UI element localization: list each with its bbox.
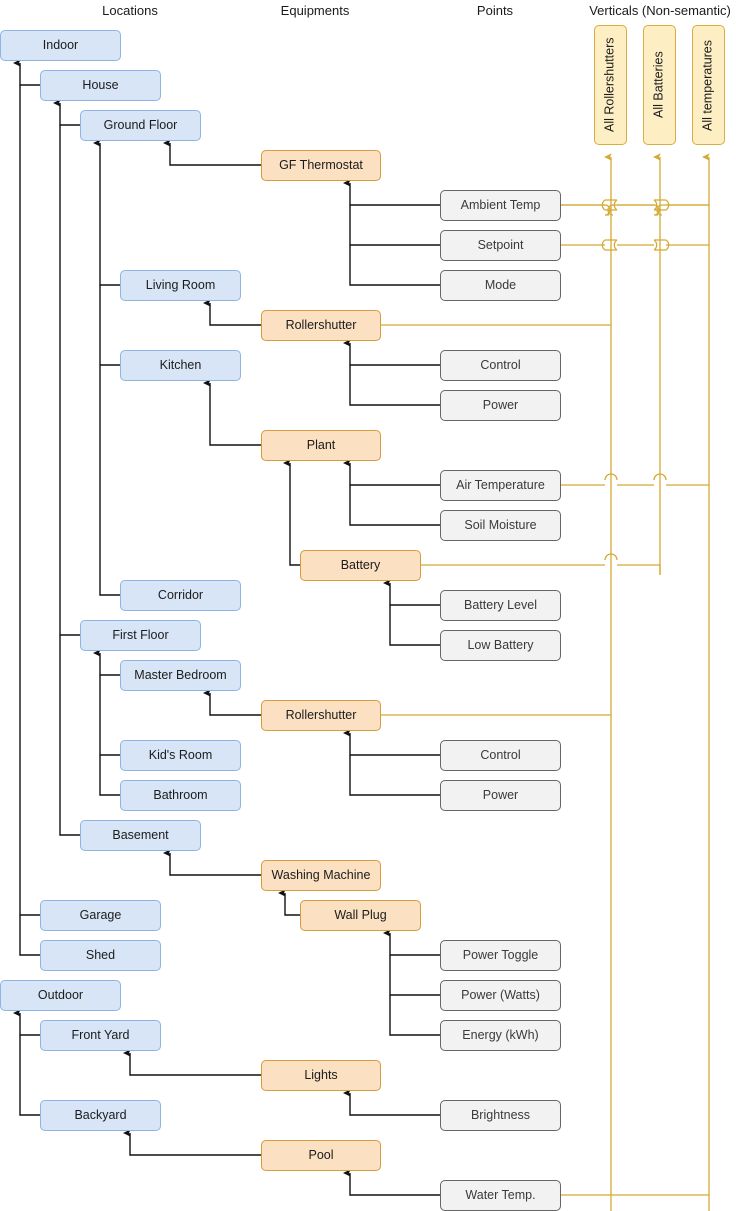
column-header-points: Points [476,3,514,18]
location-node-kitchen[interactable]: Kitchen [120,350,241,381]
point-node-brightness[interactable]: Brightness [440,1100,561,1131]
equipment-node-lights[interactable]: Lights [261,1060,381,1091]
point-node-power[interactable]: Power [440,390,561,421]
equipment-node-battery[interactable]: Battery [300,550,421,581]
point-node-low-battery[interactable]: Low Battery [440,630,561,661]
point-node-water-temp[interactable]: Water Temp. [440,1180,561,1211]
equipment-node-washing-machine[interactable]: Washing Machine [261,860,381,891]
location-node-basement[interactable]: Basement [80,820,201,851]
location-node-bathroom[interactable]: Bathroom [120,780,241,811]
point-node-power-toggle[interactable]: Power Toggle [440,940,561,971]
column-header-locations: Locations [102,3,158,18]
column-header-verticals: Verticals (Non-semantic) [589,3,731,18]
location-node-front-yard[interactable]: Front Yard [40,1020,161,1051]
location-node-garage[interactable]: Garage [40,900,161,931]
point-node-soil-moisture[interactable]: Soil Moisture [440,510,561,541]
location-node-indoor[interactable]: Indoor [0,30,121,61]
vertical-node-all-temperatures[interactable]: All temperatures [692,25,725,145]
point-node-energy-kwh[interactable]: Energy (kWh) [440,1020,561,1051]
equipment-node-rollershutter[interactable]: Rollershutter [261,310,381,341]
equipment-node-gf-thermostat[interactable]: GF Thermostat [261,150,381,181]
point-node-ambient-temp[interactable]: Ambient Temp [440,190,561,221]
point-node-power[interactable]: Power [440,780,561,811]
point-node-setpoint[interactable]: Setpoint [440,230,561,261]
location-node-backyard[interactable]: Backyard [40,1100,161,1131]
location-node-shed[interactable]: Shed [40,940,161,971]
point-node-control[interactable]: Control [440,740,561,771]
point-node-control[interactable]: Control [440,350,561,381]
equipment-node-pool[interactable]: Pool [261,1140,381,1171]
location-node-living-room[interactable]: Living Room [120,270,241,301]
location-node-master-bedroom[interactable]: Master Bedroom [120,660,241,691]
equipment-node-plant[interactable]: Plant [261,430,381,461]
location-node-ground-floor[interactable]: Ground Floor [80,110,201,141]
equipment-node-wall-plug[interactable]: Wall Plug [300,900,421,931]
point-node-battery-level[interactable]: Battery Level [440,590,561,621]
location-node-corridor[interactable]: Corridor [120,580,241,611]
point-node-mode[interactable]: Mode [440,270,561,301]
column-header-equipments: Equipments [280,3,350,18]
location-node-outdoor[interactable]: Outdoor [0,980,121,1011]
point-node-air-temperature[interactable]: Air Temperature [440,470,561,501]
vertical-node-all-rollershutters[interactable]: All Rollershutters [594,25,627,145]
location-node-house[interactable]: House [40,70,161,101]
location-node-kid-s-room[interactable]: Kid's Room [120,740,241,771]
equipment-node-rollershutter[interactable]: Rollershutter [261,700,381,731]
location-node-first-floor[interactable]: First Floor [80,620,201,651]
vertical-node-all-batteries[interactable]: All Batteries [643,25,676,145]
point-node-power-watts[interactable]: Power (Watts) [440,980,561,1011]
